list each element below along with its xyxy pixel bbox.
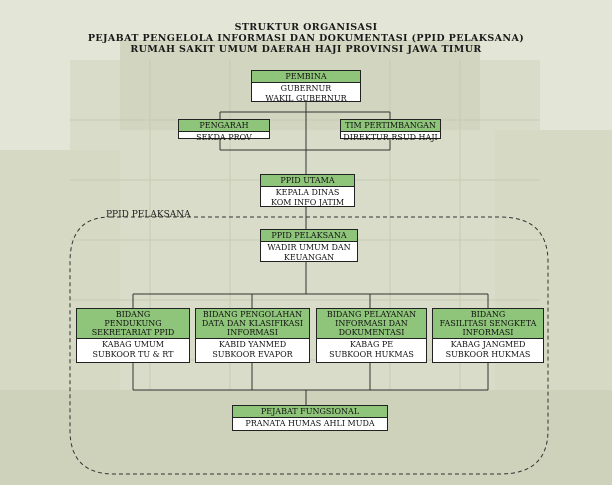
fungsional-line-1: PRANATA HUMAS AHLI MUDA (245, 419, 375, 428)
ppid-utama-line-1: KEPALA DINAS (275, 188, 340, 197)
bidang-4-header-line-1: BIDANG (470, 310, 506, 319)
pembina-box: PEMBINA GUBERNUR WAKIL GUBERNUR (251, 70, 361, 105)
pembina-header: PEMBINA (252, 71, 360, 83)
bidang-4-line-2: SUBKOOR HUKMAS (445, 350, 531, 359)
tim-line-1: DIREKTUR RSUD HAJI (343, 133, 438, 142)
bidang-1-header-line-2: PENDUKUNG (104, 319, 162, 328)
pejabat-fungsional-box: PEJABAT FUNGSIONAL PRANATA HUMAS AHLI MU… (232, 405, 388, 431)
ppid-utama-header: PPID UTAMA (261, 175, 354, 187)
bidang-3-header-line-1: BIDANG PELAYANAN (326, 310, 417, 319)
ppid-utama-box: PPID UTAMA KEPALA DINAS KOM INFO JATIM (260, 174, 355, 207)
ppid-pelaksana-header: PPID PELAKSANA (261, 230, 357, 242)
bidang-4-line-1: KABAG JANGMED (450, 340, 526, 349)
pengarah-header: PENGARAH (179, 120, 269, 132)
bidang-1-body: KABAG UMUM SUBKOOR TU & RT (77, 339, 189, 361)
bidang-2-header: BIDANG PENGOLAHAN DATA DAN KLASIFIKASI I… (196, 309, 309, 339)
pengarah-box: PENGARAH SEKDA PROV (178, 119, 270, 142)
bidang-2-header-line-3: INFORMASI (227, 328, 278, 337)
bidang-2-header-line-1: BIDANG PENGOLAHAN (202, 310, 303, 319)
bidang-2-header-line-2: DATA DAN KLASIFIKASI (201, 319, 304, 328)
bidang-1-line-1: KABAG UMUM (102, 340, 164, 349)
ppid-pelaksana-region (69, 216, 549, 475)
bidang-3-line-1: KABAG PE (349, 340, 394, 349)
tim-body: DIREKTUR RSUD HAJI (341, 132, 440, 144)
bidang-3-line-2: SUBKOOR HUKMAS (329, 350, 414, 359)
bidang-3-header: BIDANG PELAYANAN INFORMASI DAN DOKUMENTA… (317, 309, 426, 339)
bidang-box-1: BIDANG PENDUKUNG SEKRETARIAT PPID KABAG … (76, 308, 190, 363)
ppid-utama-line-2: KOM INFO JATIM (270, 198, 345, 207)
bidang-2-line-1: KABID YANMED (218, 340, 287, 349)
bidang-1-line-2: SUBKOOR TU & RT (92, 350, 174, 359)
bidang-2-line-2: SUBKOOR EVAPOR (212, 350, 293, 359)
bidang-1-header: BIDANG PENDUKUNG SEKRETARIAT PPID (77, 309, 189, 339)
bidang-1-header-line-1: BIDANG (115, 310, 151, 319)
pengarah-line-1: SEKDA PROV (196, 133, 252, 142)
ppid-pelaksana-line-2: KEUANGAN (283, 253, 335, 262)
pembina-line-1: GUBERNUR (280, 84, 332, 93)
bidang-4-body: KABAG JANGMED SUBKOOR HUKMAS (433, 339, 543, 361)
tim-header: TIM PERTIMBANGAN (341, 120, 440, 132)
ppid-pelaksana-line-1: WADIR UMUM DAN (267, 243, 351, 252)
bidang-4-header-line-3: INFORMASI (462, 328, 514, 337)
bidang-box-3: BIDANG PELAYANAN INFORMASI DAN DOKUMENTA… (316, 308, 427, 363)
bidang-4-header: BIDANG FASILITASI SENGKETA INFORMASI (433, 309, 543, 339)
bidang-box-2: BIDANG PENGOLAHAN DATA DAN KLASIFIKASI I… (195, 308, 310, 363)
title-line-2: PEJABAT PENGELOLA INFORMASI DAN DOKUMENT… (87, 33, 525, 44)
pembina-line-2: WAKIL GUBERNUR (265, 94, 347, 103)
bidang-box-4: BIDANG FASILITASI SENGKETA INFORMASI KAB… (432, 308, 544, 363)
bidang-3-header-line-3: DOKUMENTASI (338, 328, 405, 337)
pengarah-body: SEKDA PROV (179, 132, 269, 144)
bidang-3-body: KABAG PE SUBKOOR HUKMAS (317, 339, 426, 361)
bidang-1-header-line-3: SEKRETARIAT PPID (91, 328, 175, 337)
fungsional-header: PEJABAT FUNGSIONAL (233, 406, 387, 418)
pembina-body: GUBERNUR WAKIL GUBERNUR (252, 83, 360, 105)
ppid-utama-body: KEPALA DINAS KOM INFO JATIM (261, 187, 354, 209)
tim-pertimbangan-box: TIM PERTIMBANGAN DIREKTUR RSUD HAJI (340, 119, 441, 142)
bidang-4-header-line-2: FASILITASI SENGKETA (439, 319, 537, 328)
ppid-pelaksana-region-label: PPID PELAKSANA (106, 210, 191, 220)
ppid-pelaksana-body: WADIR UMUM DAN KEUANGAN (261, 242, 357, 264)
bidang-3-header-line-2: INFORMASI DAN (335, 319, 408, 328)
fungsional-body: PRANATA HUMAS AHLI MUDA (233, 418, 387, 430)
bidang-2-body: KABID YANMED SUBKOOR EVAPOR (196, 339, 309, 361)
title-line-1: STRUKTUR ORGANISASI (234, 22, 378, 33)
title-line-3: RUMAH SAKIT UMUM DAERAH HAJI PROVINSI JA… (130, 44, 482, 55)
ppid-pelaksana-box: PPID PELAKSANA WADIR UMUM DAN KEUANGAN (260, 229, 358, 262)
